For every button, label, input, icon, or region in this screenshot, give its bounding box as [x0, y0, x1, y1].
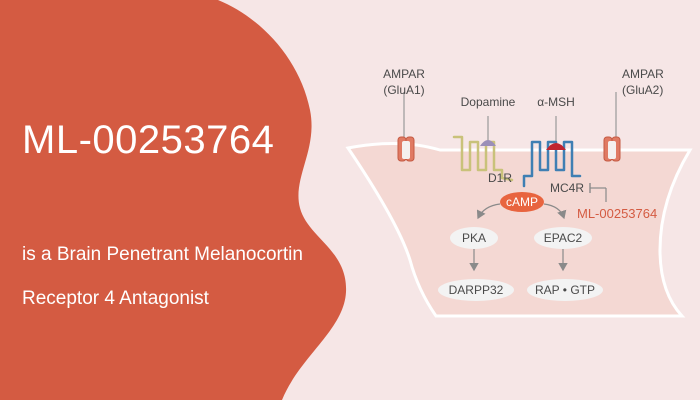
epac2-node — [534, 227, 592, 249]
rap-gtp-node — [527, 279, 603, 301]
ampar-glua1-channel-icon — [397, 136, 415, 162]
banner-shape — [0, 0, 347, 400]
d1r-receptor-icon — [452, 135, 514, 182]
camp-label: cAMP — [506, 195, 538, 209]
arrow-camp-to-epac2 — [543, 203, 567, 220]
alpha-msh-ligand-icon — [546, 143, 566, 150]
pka-label: PKA — [462, 231, 486, 245]
mc4r-receptor-icon — [522, 140, 582, 188]
alpha-msh-label: α-MSH — [537, 95, 575, 109]
ampar-glua2-label: AMPAR — [622, 67, 664, 81]
d1r-label: D1R — [488, 171, 512, 185]
rap-gtp-label: RAP • GTP — [535, 283, 595, 297]
antagonist-label: ML-00253764 — [577, 206, 657, 221]
darpp32-node — [438, 279, 514, 301]
pka-node — [450, 227, 498, 249]
cell-membrane — [345, 142, 693, 318]
subtitle-line-1: is a Brain Penetrant Melanocortin — [22, 244, 303, 265]
darpp32-label: DARPP32 — [449, 283, 504, 297]
ampar-glua2-sublabel: (GluA2) — [622, 83, 663, 97]
dopamine-label: Dopamine — [461, 95, 516, 109]
ampar-glua1-label: AMPAR — [383, 67, 425, 81]
ampar-glua2-channel-icon — [603, 136, 621, 162]
mc4r-label: MC4R — [550, 181, 584, 195]
compound-title: ML-00253764 — [22, 118, 275, 162]
epac2-label: EPAC2 — [544, 231, 583, 245]
dopamine-ligand-icon — [480, 140, 496, 146]
camp-node — [500, 192, 544, 212]
ampar-glua1-sublabel: (GluA1) — [383, 83, 424, 97]
arrow-camp-to-pka — [476, 203, 501, 220]
subtitle-line-2: Receptor 4 Antagonist — [22, 288, 209, 309]
